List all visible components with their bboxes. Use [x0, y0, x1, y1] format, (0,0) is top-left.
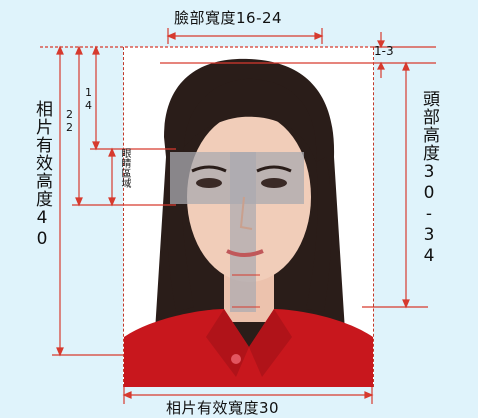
distance-14-label: 14: [82, 86, 95, 112]
face-width-label: 臉部寬度16-24: [174, 9, 283, 27]
sample-id-photo: [123, 47, 374, 387]
head-height-label: 頭部高度30-34: [419, 90, 439, 267]
top-gap-label: 1-3: [374, 44, 394, 58]
photo-height-label: 相片有效高度40: [32, 100, 52, 250]
distance-22-label: 22: [63, 108, 76, 134]
portrait-illustration: [124, 58, 373, 387]
eye-zone-label: 眼睛區域: [119, 148, 130, 188]
photo-width-label: 相片有效寬度30: [166, 399, 280, 417]
